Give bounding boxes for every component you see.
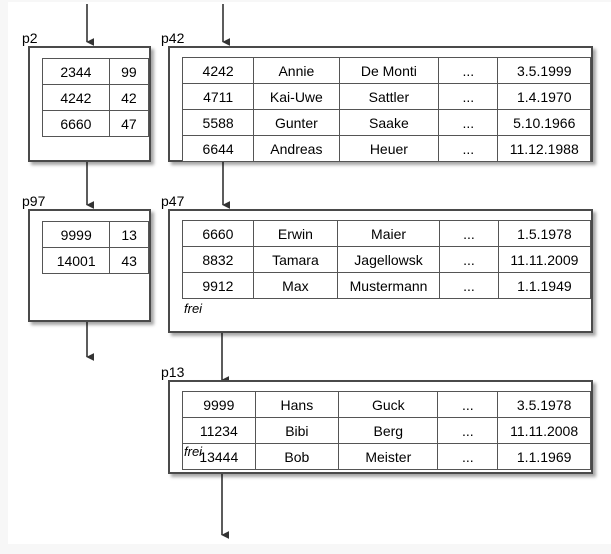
table-row[interactable]: 9912 Max Mustermann ... 1.1.1949 — [182, 272, 592, 299]
record-ellipsis: ... — [439, 272, 499, 299]
page-label-p2: p2 — [22, 30, 38, 46]
record-date: 11.11.2009 — [497, 246, 592, 273]
data-table-p42: 4242 Annie De Monti ... 3.5.1999 4711 Ka… — [181, 57, 591, 162]
record-id: 8832 — [182, 246, 254, 273]
record-id: 4242 — [181, 57, 255, 84]
table-row[interactable]: 9999 13 — [41, 221, 149, 248]
table-row[interactable]: 4242 Annie De Monti ... 3.5.1999 — [181, 57, 591, 84]
data-table-p13: 9999 Hans Guck ... 3.5.1978 11234 Bibi B… — [182, 391, 591, 470]
record-ellipsis: ... — [438, 83, 499, 110]
record-ellipsis: ... — [439, 246, 499, 273]
page-label-p13: p13 — [161, 364, 185, 380]
table-row[interactable]: 4711 Kai-Uwe Sattler ... 1.4.1970 — [181, 83, 591, 110]
record-id: 11234 — [182, 417, 256, 444]
page-box-p2[interactable]: 2344 99 4242 42 6660 47 — [28, 46, 151, 162]
record-date: 5.10.1966 — [497, 109, 591, 136]
page-label-p42: p42 — [161, 30, 185, 46]
record-ellipsis: ... — [437, 391, 499, 418]
index-table-p2: 2344 99 4242 42 6660 47 — [42, 58, 150, 137]
table-row[interactable]: 2344 99 — [42, 58, 150, 85]
page-box-p13[interactable]: 9999 Hans Guck ... 3.5.1978 11234 Bibi B… — [168, 380, 593, 474]
index-key: 2344 — [42, 58, 110, 85]
record-id: 4711 — [181, 83, 255, 110]
table-row[interactable]: 4242 42 — [42, 84, 150, 111]
record-ellipsis: ... — [437, 417, 499, 444]
record-id: 6644 — [181, 135, 255, 162]
record-ellipsis: ... — [438, 57, 499, 84]
page-label-p47: p47 — [161, 193, 185, 209]
record-date: 1.5.1978 — [497, 220, 592, 247]
free-space-label-p13: frei — [184, 444, 203, 459]
record-firstname: Kai-Uwe — [253, 83, 340, 110]
record-id: 5588 — [181, 109, 255, 136]
record-lastname: Jagellowsk — [336, 246, 441, 273]
page-box-p42[interactable]: 4242 Annie De Monti ... 3.5.1999 4711 Ka… — [168, 46, 593, 162]
index-pointer: 43 — [109, 247, 149, 274]
record-date: 1.1.1969 — [497, 443, 591, 470]
record-firstname: Max — [252, 272, 338, 299]
record-id: 13444 — [182, 443, 256, 470]
page-box-p97[interactable]: 9999 13 14001 43 — [28, 209, 151, 322]
data-table-p47: 6660 Erwin Maier ... 1.5.1978 8832 Tamar… — [182, 220, 592, 299]
record-firstname: Erwin — [252, 220, 338, 247]
record-lastname: Sattler — [338, 83, 440, 110]
record-lastname: Maier — [336, 220, 441, 247]
page-label-p97: p97 — [22, 193, 46, 209]
index-table-p97: 9999 13 14001 43 — [41, 221, 149, 274]
record-firstname: Gunter — [253, 109, 340, 136]
page-box-p47[interactable]: 6660 Erwin Maier ... 1.5.1978 8832 Tamar… — [168, 209, 593, 333]
record-ellipsis: ... — [438, 135, 499, 162]
index-key: 4242 — [42, 84, 110, 111]
record-date: 3.5.1978 — [497, 391, 591, 418]
table-row[interactable]: 6644 Andreas Heuer ... 11.12.1988 — [181, 135, 591, 162]
record-firstname: Bob — [254, 443, 340, 470]
record-firstname: Hans — [254, 391, 340, 418]
record-lastname: Meister — [338, 443, 439, 470]
record-date: 1.1.1949 — [497, 272, 592, 299]
record-id: 9999 — [182, 391, 256, 418]
record-lastname: Saake — [338, 109, 440, 136]
free-space-label-p47: frei — [184, 301, 203, 316]
record-date: 11.12.1988 — [497, 135, 591, 162]
record-id: 9912 — [182, 272, 254, 299]
record-lastname: Heuer — [338, 135, 440, 162]
index-pointer: 47 — [108, 110, 150, 137]
table-row[interactable]: 6660 Erwin Maier ... 1.5.1978 — [182, 220, 592, 247]
record-firstname: Tamara — [252, 246, 338, 273]
index-pointer: 42 — [108, 84, 150, 111]
index-key: 9999 — [41, 221, 111, 248]
index-pointer: 13 — [109, 221, 149, 248]
record-firstname: Annie — [253, 57, 340, 84]
record-ellipsis: ... — [439, 220, 499, 247]
table-row[interactable]: 14001 43 — [41, 247, 149, 274]
record-lastname: Mustermann — [336, 272, 441, 299]
index-key: 14001 — [41, 247, 111, 274]
table-row[interactable]: 5588 Gunter Saake ... 5.10.1966 — [181, 109, 591, 136]
record-lastname: Guck — [338, 391, 439, 418]
record-id: 6660 — [182, 220, 254, 247]
record-firstname: Bibi — [254, 417, 340, 444]
table-row[interactable]: 11234 Bibi Berg ... 11.11.2008 — [182, 417, 591, 444]
record-lastname: De Monti — [338, 57, 440, 84]
record-ellipsis: ... — [438, 109, 499, 136]
record-firstname: Andreas — [253, 135, 340, 162]
record-ellipsis: ... — [437, 443, 499, 470]
table-row[interactable]: 8832 Tamara Jagellowsk ... 11.11.2009 — [182, 246, 592, 273]
table-row[interactable]: 6660 47 — [42, 110, 150, 137]
table-row[interactable]: 9999 Hans Guck ... 3.5.1978 — [182, 391, 591, 418]
index-pointer: 99 — [108, 58, 150, 85]
record-lastname: Berg — [338, 417, 439, 444]
table-row[interactable]: 13444 Bob Meister ... 1.1.1969 — [182, 443, 591, 470]
index-key: 6660 — [42, 110, 110, 137]
record-date: 1.4.1970 — [497, 83, 591, 110]
record-date: 11.11.2008 — [497, 417, 591, 444]
record-date: 3.5.1999 — [497, 57, 591, 84]
